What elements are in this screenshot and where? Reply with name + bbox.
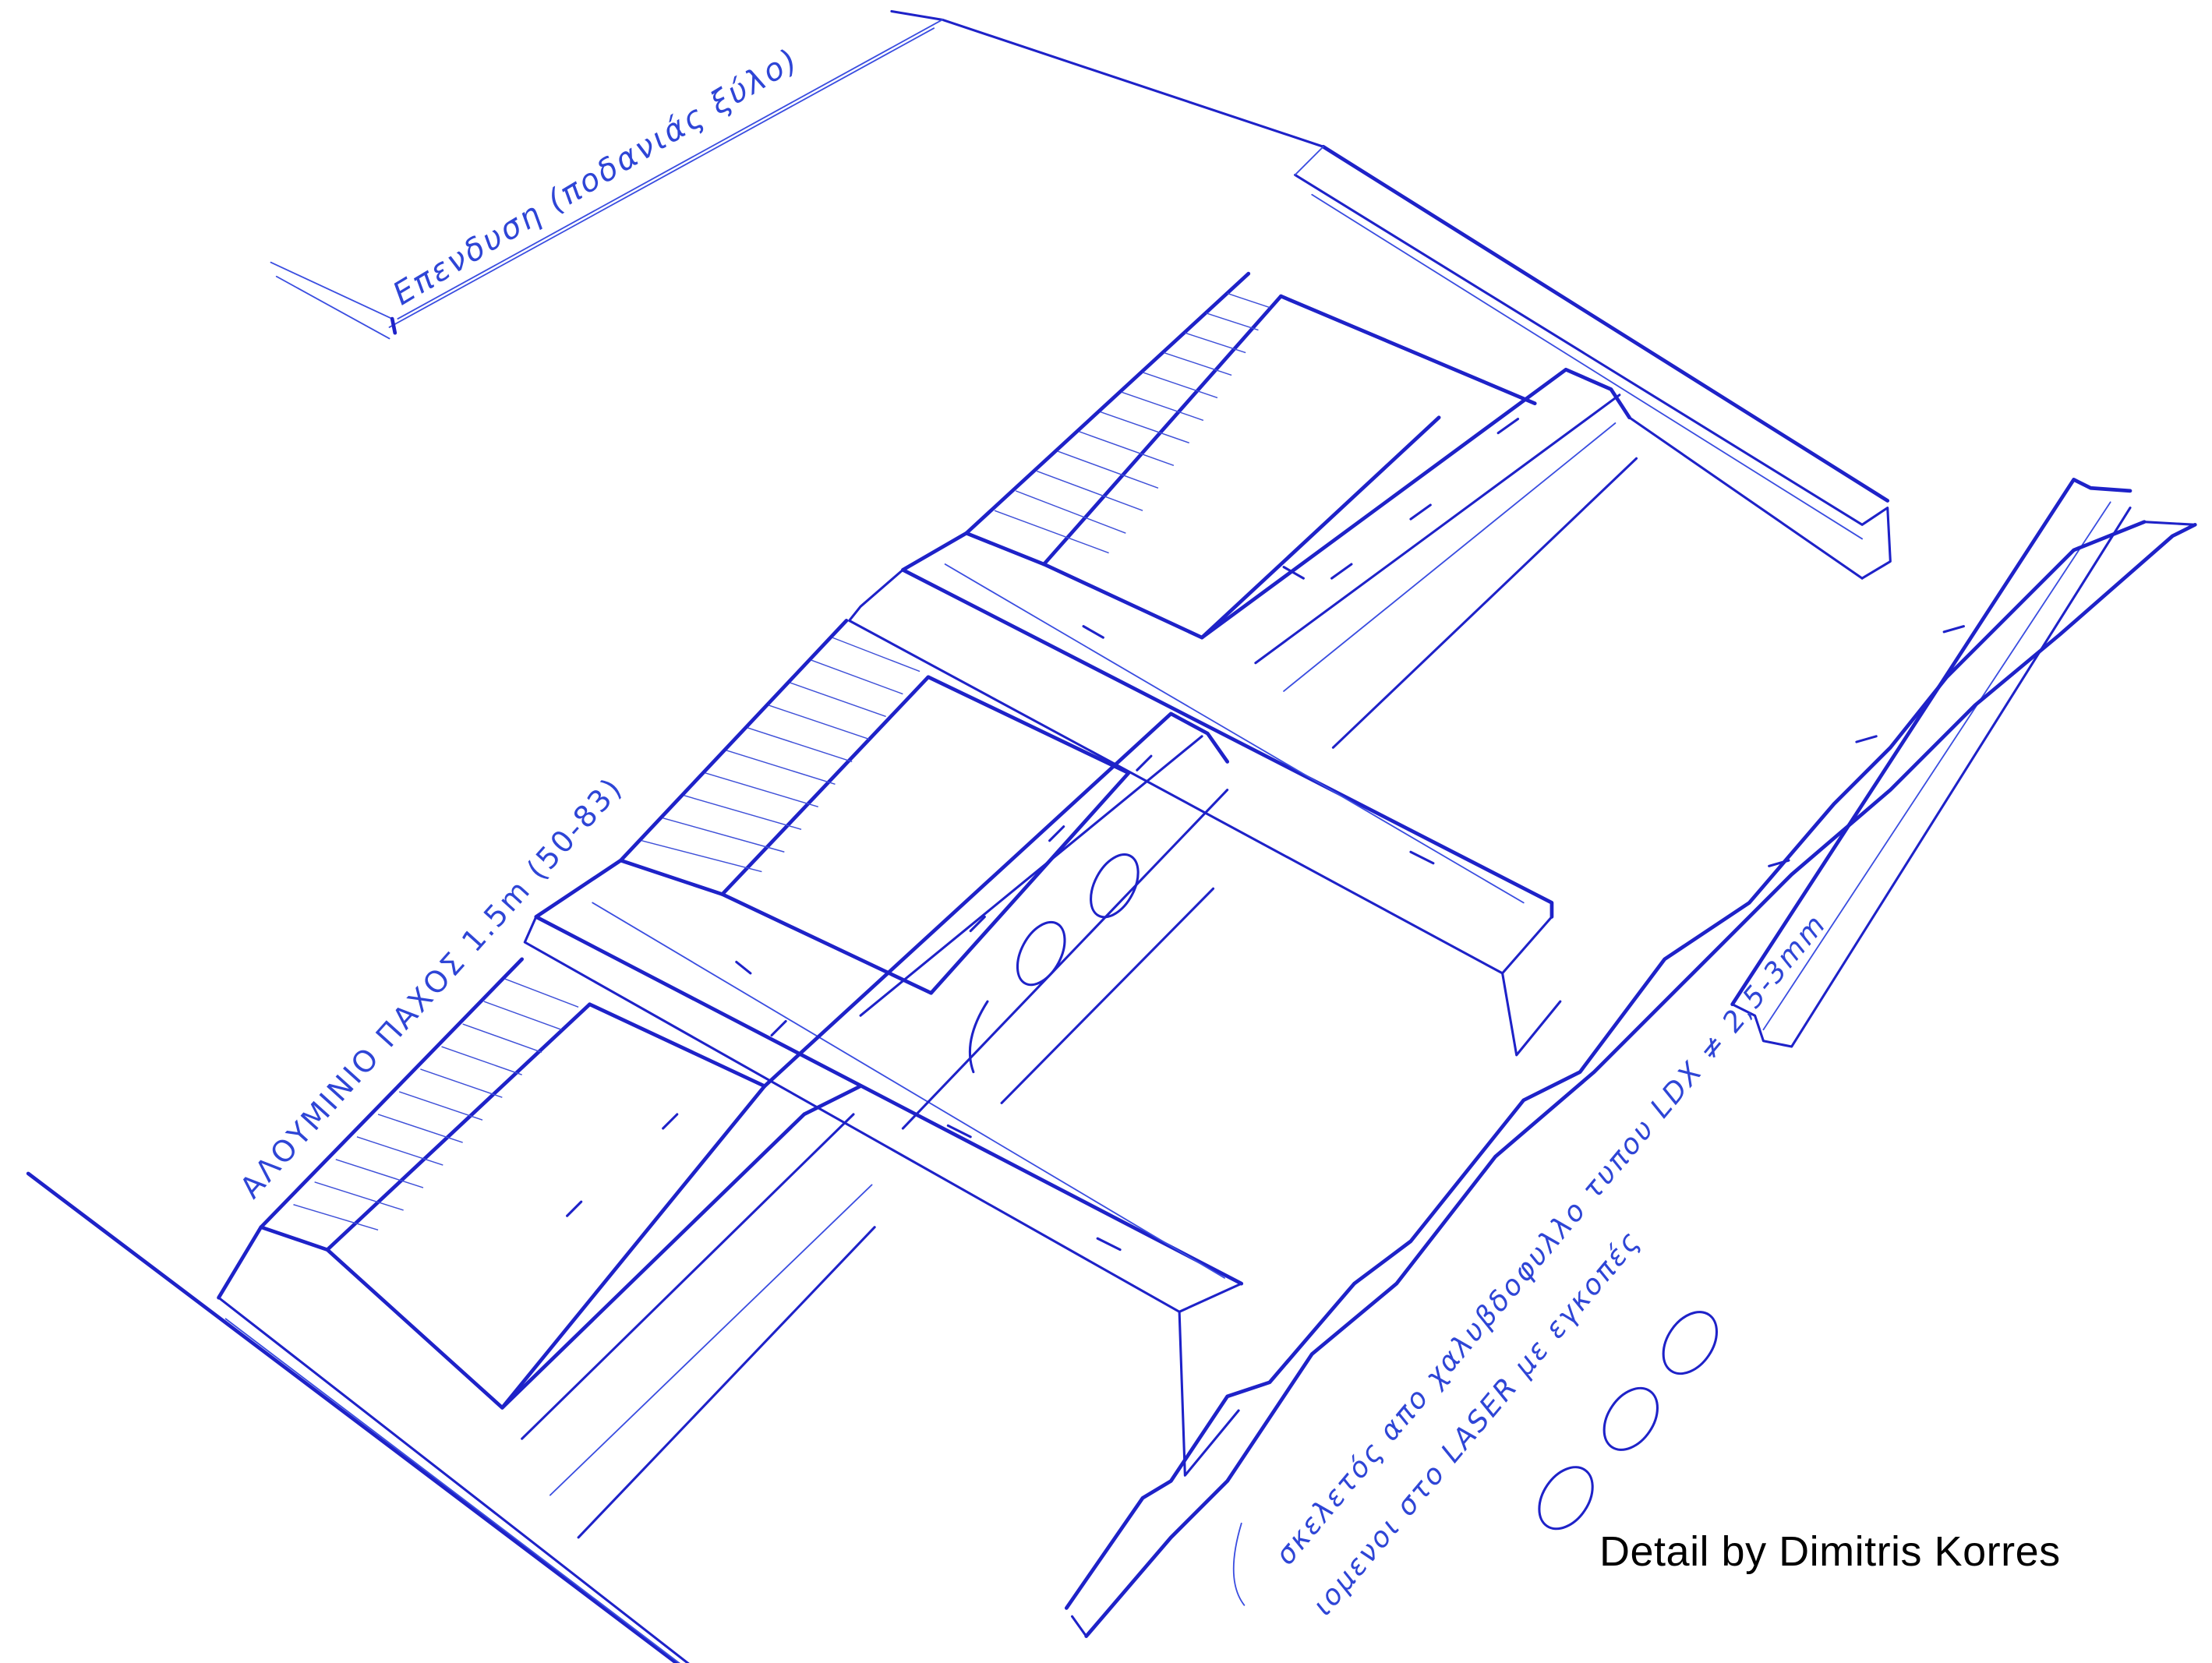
frame-openings <box>325 294 1537 1410</box>
credit-label: Detail by Dimitris Korres <box>1599 1528 2061 1575</box>
aluminium-cross-members <box>26 531 1562 1663</box>
web-holes <box>968 853 1140 1074</box>
aluminium-bands <box>259 271 1283 1252</box>
cladding-panel <box>270 9 1325 340</box>
slotted-steel-strip <box>1730 478 2132 1048</box>
i-beam-runners <box>500 367 1638 1539</box>
slots <box>566 418 1520 1252</box>
laser-cut-steel-strip <box>1064 520 2197 1638</box>
back-c-channel <box>1293 144 1892 580</box>
